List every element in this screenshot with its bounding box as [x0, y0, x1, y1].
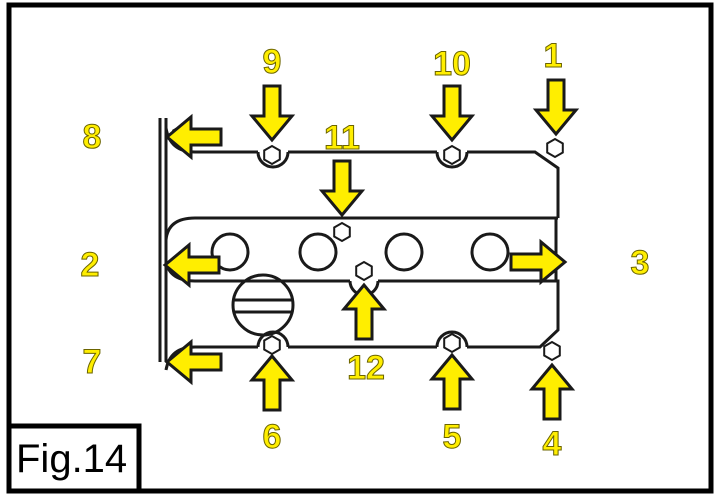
outer-border: [6, 2, 714, 494]
cam-hole-2: [298, 232, 338, 272]
arrow-down-icon-bolt-9: [248, 84, 296, 143]
arrow-down-icon-bolt-10: [428, 84, 476, 143]
bolt-label-4: 4: [543, 425, 562, 463]
cam-hole-4: [470, 232, 510, 272]
bolt-hex-icon-10: [443, 144, 461, 166]
valve-cover: [158, 118, 560, 371]
arrow-down-icon-bolt-1: [532, 78, 580, 137]
bolt-label-11: 11: [324, 119, 360, 157]
oil-filler-cap: [231, 273, 295, 337]
bolt-hex-icon-6: [263, 334, 281, 356]
bolt-label-10: 10: [433, 45, 471, 83]
arrow-left-icon-bolt-3: [509, 238, 568, 286]
arrow-right-icon-bolt-2: [162, 241, 221, 289]
bolt-label-9: 9: [263, 43, 282, 81]
figure-label-box: Fig.14: [6, 423, 142, 494]
arrow-up-icon-bolt-6: [248, 353, 296, 412]
bolt-label-3: 3: [631, 244, 650, 282]
figure-label: Fig.14: [16, 437, 127, 481]
arrow-down-icon-bolt-11: [318, 159, 366, 218]
bolt-label-8: 8: [83, 118, 102, 156]
bolt-label-7: 7: [83, 343, 102, 381]
bolt-label-6: 6: [263, 418, 282, 456]
bolt-label-5: 5: [443, 418, 462, 456]
arrow-up-icon-bolt-4: [528, 362, 576, 421]
bolt-label-1: 1: [544, 37, 563, 75]
arrow-up-icon-bolt-12: [340, 282, 388, 341]
bolt-label-12: 12: [347, 349, 385, 387]
bolt-hex-icon-12: [355, 260, 373, 282]
arrow-right-icon-bolt-7: [164, 338, 223, 386]
bolt-label-2: 2: [81, 246, 100, 284]
cam-hole-1: [210, 232, 250, 272]
bolt-hex-icon-1: [546, 137, 564, 159]
cam-hole-3: [384, 232, 424, 272]
bolt-hex-icon-11: [333, 221, 351, 243]
arrow-up-icon-bolt-5: [428, 352, 476, 411]
arrow-right-icon-bolt-8: [164, 113, 223, 161]
bolt-hex-icon-9: [263, 144, 281, 166]
bolt-hex-icon-5: [443, 332, 461, 354]
bolt-hex-icon-4: [543, 340, 561, 362]
